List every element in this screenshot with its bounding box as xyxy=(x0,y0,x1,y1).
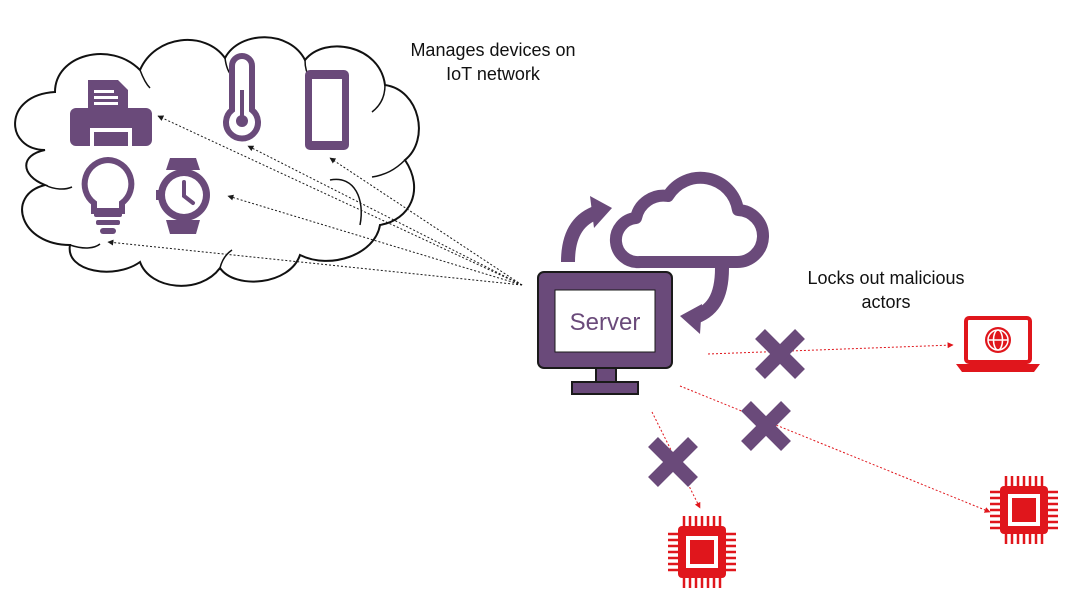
smartwatch-icon xyxy=(156,158,210,234)
x-mark-icon xyxy=(755,329,805,379)
network-connections xyxy=(107,115,523,286)
manages-line-2: IoT network xyxy=(446,64,540,84)
thermometer-icon xyxy=(223,53,261,142)
link-laptop xyxy=(707,342,954,355)
chip-icon xyxy=(990,476,1058,544)
printer-icon xyxy=(70,80,152,146)
x-mark-icon xyxy=(648,437,698,487)
locks-out-label: Locks out malicious actors xyxy=(786,266,986,314)
server-label: Server xyxy=(570,309,641,336)
smartphone-icon xyxy=(305,70,349,150)
locks-line-1: Locks out malicious xyxy=(807,268,965,288)
laptop-globe-icon xyxy=(956,316,1040,372)
locks-line-2: actors xyxy=(861,292,911,312)
link-lightbulb xyxy=(107,239,523,286)
manages-line-1: Manages devices on xyxy=(410,40,576,60)
link-thermometer xyxy=(247,145,523,286)
x-mark-icon xyxy=(741,401,791,451)
link-smartwatch xyxy=(227,194,523,286)
link-printer xyxy=(157,115,523,286)
chip-icon xyxy=(668,516,736,588)
blocked-connections xyxy=(651,342,991,513)
link-chip-right xyxy=(679,385,991,513)
cloud-sync-icon xyxy=(561,171,769,334)
iot-network-cloud xyxy=(14,36,420,287)
server-monitor: Server xyxy=(537,271,673,395)
lightbulb-icon xyxy=(81,156,135,234)
manages-devices-label: Manages devices on IoT network xyxy=(388,38,598,86)
